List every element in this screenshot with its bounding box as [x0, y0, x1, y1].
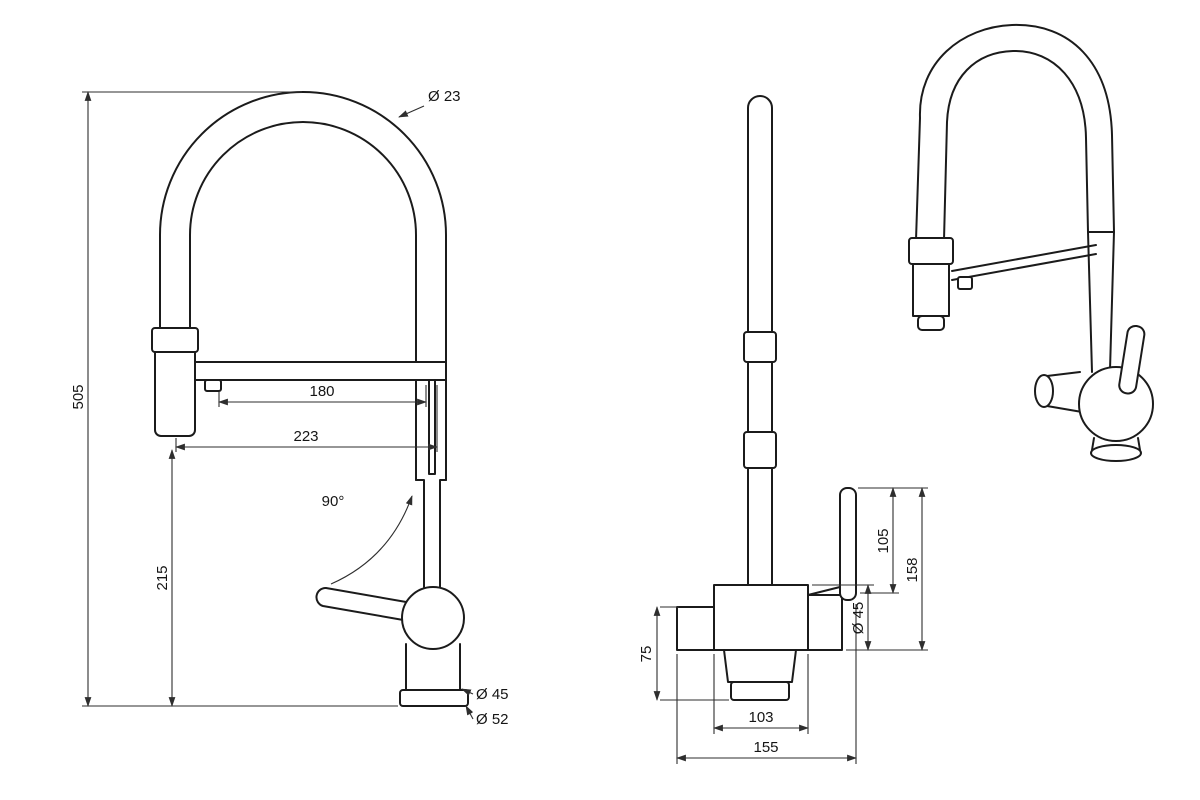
dim-lower-height: 215: [154, 449, 176, 707]
side-sleeve-upper: [743, 331, 777, 363]
front-gooseneck-inner: [189, 121, 417, 481]
front-base-flange: [399, 689, 469, 707]
side-handle-lever: [839, 487, 857, 601]
side-view-faucet: [676, 95, 857, 701]
front-gooseneck-outer: [159, 91, 447, 481]
dim-hose-diameter: Ø 23: [398, 88, 461, 118]
side-sleeve-lower: [743, 431, 777, 469]
persp-spray-head-tip: [917, 315, 945, 331]
persp-left-port-lines: [1046, 371, 1083, 413]
front-aerator: [204, 379, 222, 392]
side-handle-cut: [807, 586, 841, 596]
persp-support-bar: [951, 244, 1097, 281]
persp-gooseneck: [915, 23, 1115, 241]
dim-label-total-height: 505: [70, 384, 87, 409]
persp-base-neck: [1091, 437, 1141, 451]
dim-handle-angle: 90°: [322, 493, 413, 585]
side-top-rod: [747, 95, 773, 333]
dim-label-hose-diameter: Ø 23: [428, 88, 461, 105]
dim-label-spout-reach-outer: 223: [293, 428, 318, 445]
dim-body-diameter-front: Ø 45: [461, 686, 509, 703]
dim-label-spout-reach-inner: 180: [309, 383, 334, 400]
dim-port-height: 75: [638, 606, 729, 701]
dim-body-diameter-side: Ø 45: [812, 584, 874, 651]
front-spray-head-collar: [151, 327, 199, 353]
side-base-flange: [730, 681, 790, 701]
front-inner-hose: [428, 379, 436, 475]
front-handle-joint: [401, 586, 465, 650]
front-view-dimensions: 505 215 180 223 Ø 23 90°: [70, 88, 509, 728]
dim-label-body-diameter-side: Ø 45: [850, 602, 867, 635]
dim-handle-total-height: 158: [846, 487, 928, 651]
side-body-taper: [723, 649, 797, 683]
front-spray-head-body: [154, 351, 196, 437]
side-rod-lower: [747, 467, 773, 586]
dim-spout-reach-outer: 223: [175, 385, 438, 452]
dim-label-handle-angle: 90°: [322, 493, 345, 510]
side-body-center: [713, 584, 809, 651]
side-spout-port: [676, 606, 715, 651]
front-view-faucet: [151, 91, 469, 707]
side-view-dimensions: 75 103 155 Ø 45 105: [638, 487, 928, 764]
persp-base-flange: [1090, 444, 1142, 462]
front-spout-bar: [194, 361, 447, 381]
front-handle-lever: [315, 586, 413, 622]
front-column-rod: [415, 479, 447, 588]
persp-valve-body: [1078, 366, 1154, 442]
dim-label-inner-width: 103: [748, 709, 773, 726]
dim-label-total-width: 155: [753, 739, 778, 756]
side-handle-joint: [807, 594, 843, 651]
dim-spout-reach-inner: 180: [218, 383, 427, 407]
dim-label-lower-height: 215: [154, 565, 171, 590]
persp-spray-head-body: [912, 263, 950, 317]
dim-label-handle-total-height: 158: [904, 557, 921, 582]
dim-inner-width: 103: [713, 654, 809, 734]
persp-column: [1087, 231, 1115, 373]
dim-base-diameter: Ø 52: [465, 705, 509, 728]
persp-handle-lever: [1118, 324, 1146, 395]
perspective-view-faucet: [908, 23, 1154, 462]
persp-bar-aerator: [957, 276, 973, 290]
dim-total-width: 155: [676, 604, 857, 764]
persp-spray-head-collar: [908, 237, 954, 265]
dim-total-height: 505: [70, 91, 398, 707]
persp-left-port-end: [1034, 374, 1054, 408]
front-body-cylinder: [405, 643, 461, 691]
side-rod-mid: [747, 361, 773, 433]
dim-label-handle-height: 105: [875, 528, 892, 553]
dim-handle-height: 105: [858, 487, 928, 594]
dim-label-base-diameter: Ø 52: [476, 711, 509, 728]
dim-label-port-height: 75: [638, 646, 655, 663]
dim-label-body-diameter-front: Ø 45: [476, 686, 509, 703]
